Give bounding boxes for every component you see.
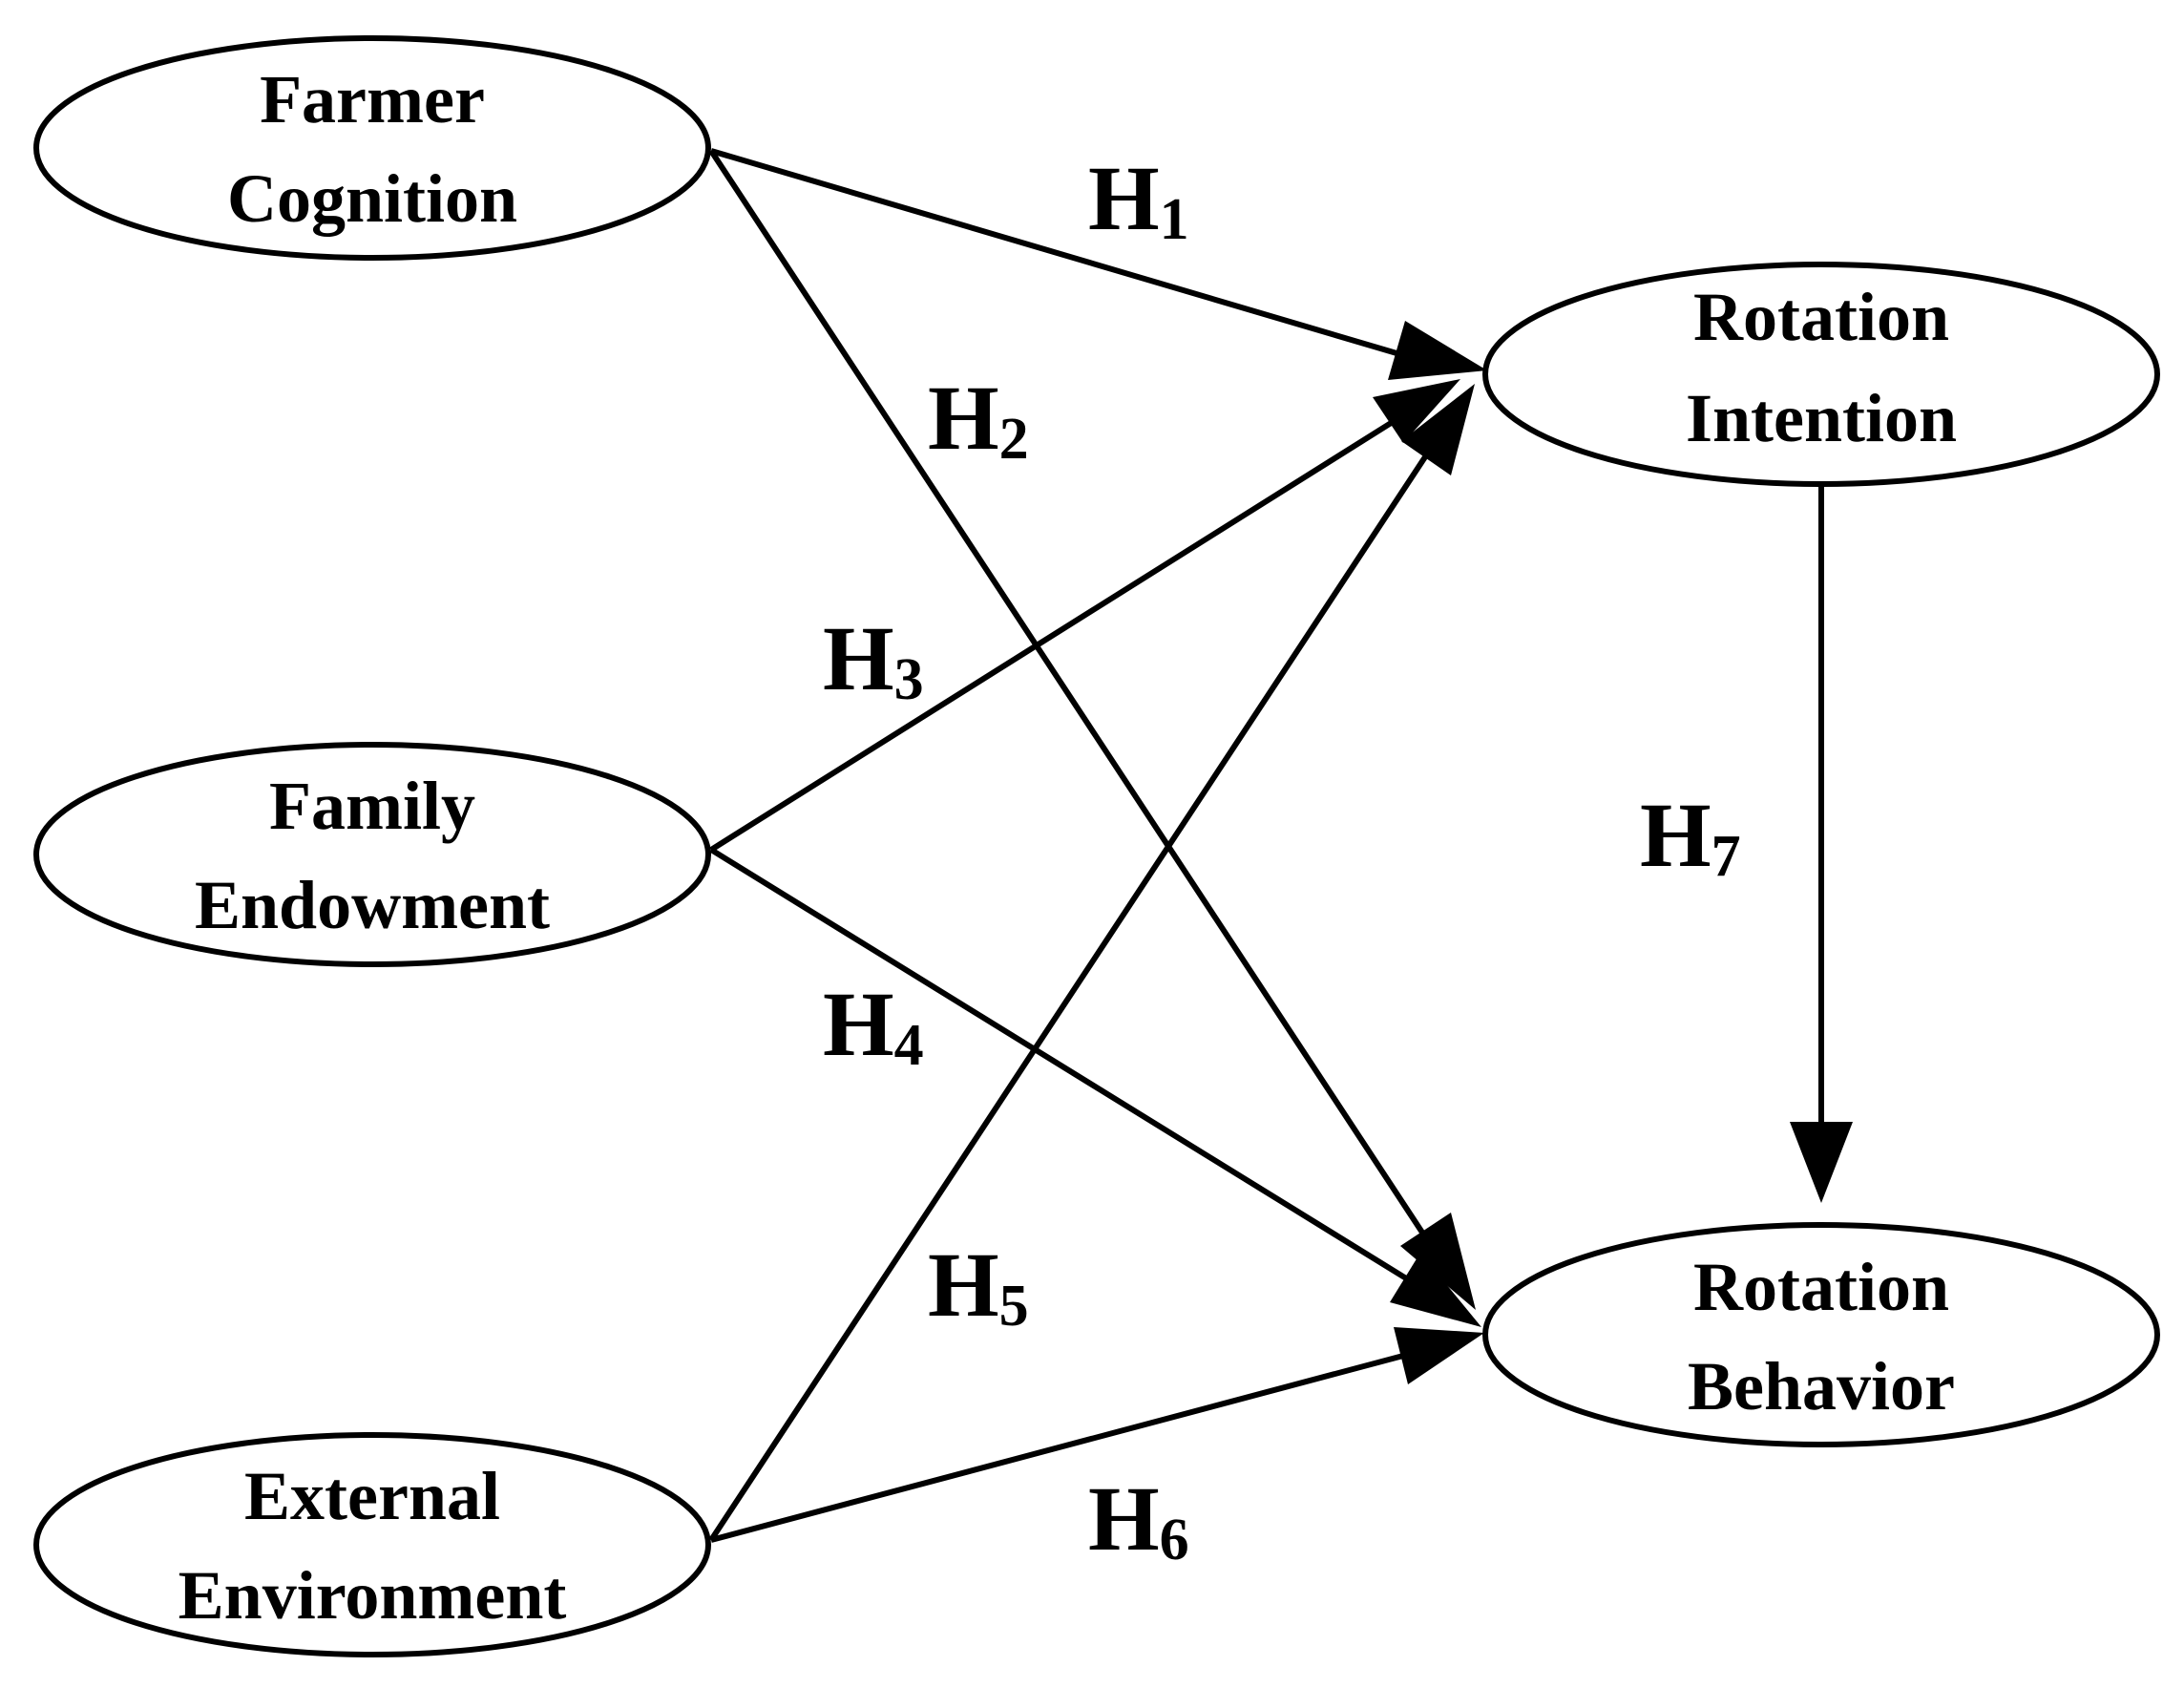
node-rotation-intention: Rotation Intention	[1482, 262, 2160, 487]
edge-h1-label-subscript: 1	[1160, 187, 1189, 252]
node-family-endowment: Family Endowment	[33, 742, 711, 967]
node-external-environment: External Environment	[33, 1432, 711, 1657]
edge-h7-label: H7	[1640, 784, 1741, 889]
node-farmer-cognition: Farmer Cognition	[33, 35, 711, 261]
node-rotation-intention-line1: Rotation	[1693, 279, 1949, 355]
node-family-endowment-line1: Family	[269, 768, 475, 844]
node-rotation-behavior: Rotation Behavior	[1482, 1222, 2160, 1447]
edge-h6-label: H6	[1088, 1467, 1189, 1572]
edge-h6-line	[710, 1353, 1404, 1543]
node-farmer-cognition-line2: Cognition	[227, 160, 517, 237]
edge-h7-label-subscript: 7	[1712, 824, 1741, 889]
node-farmer-cognition-line1: Farmer	[260, 61, 485, 137]
edge-h3-label: H3	[823, 607, 924, 712]
edge-h7-label-letter: H	[1640, 784, 1712, 886]
edge-h4	[709, 847, 1481, 1327]
node-rotation-intention-line2: Intention	[1686, 380, 1957, 456]
node-rotation-behavior-line2: Behavior	[1688, 1348, 1955, 1424]
edge-h1-line	[710, 148, 1404, 358]
edge-h4-label: H4	[823, 973, 924, 1078]
edge-h2-line	[708, 149, 1431, 1243]
edge-h3-line	[709, 412, 1405, 853]
edge-h5-line	[708, 445, 1435, 1542]
edge-h3-label-letter: H	[823, 607, 894, 709]
edge-h5-label-letter: H	[928, 1234, 999, 1336]
edge-h4-label-subscript: 4	[894, 1013, 924, 1078]
edge-h6-arrowhead	[1394, 1327, 1484, 1384]
node-family-endowment-line2: Endowment	[195, 867, 550, 943]
edge-h2-arrowhead	[1400, 1213, 1476, 1310]
edge-h1-arrowhead	[1388, 321, 1487, 380]
edge-h2-label: H2	[928, 367, 1029, 472]
node-external-environment-line2: Environment	[178, 1557, 567, 1634]
edge-h5-label-subscript: 5	[999, 1274, 1029, 1339]
edge-h4-arrowhead	[1390, 1253, 1481, 1327]
node-rotation-behavior-line1: Rotation	[1693, 1249, 1949, 1325]
edge-h3-arrowhead	[1373, 379, 1460, 443]
edge-h6-label-subscript: 6	[1160, 1508, 1189, 1572]
edge-h4-line	[709, 847, 1413, 1284]
edge-h6	[710, 1327, 1484, 1543]
edge-h1-label-letter: H	[1088, 147, 1160, 249]
edge-h1	[710, 148, 1487, 380]
edge-h7	[1790, 484, 1853, 1203]
edge-h3	[709, 379, 1460, 853]
node-external-environment-line1: External	[244, 1458, 500, 1534]
edge-h5	[708, 384, 1475, 1542]
edge-h2-label-letter: H	[928, 367, 999, 469]
edge-h6-label-letter: H	[1088, 1467, 1160, 1570]
edge-h2-label-subscript: 2	[999, 407, 1029, 472]
edge-h5-arrowhead	[1401, 384, 1475, 475]
edge-h7-arrowhead	[1790, 1122, 1853, 1203]
edge-h1-label: H1	[1088, 147, 1189, 252]
edge-h5-label: H5	[928, 1234, 1029, 1339]
edge-h2	[708, 149, 1476, 1310]
edge-h3-label-subscript: 3	[894, 647, 924, 712]
edge-h4-label-letter: H	[823, 973, 894, 1075]
